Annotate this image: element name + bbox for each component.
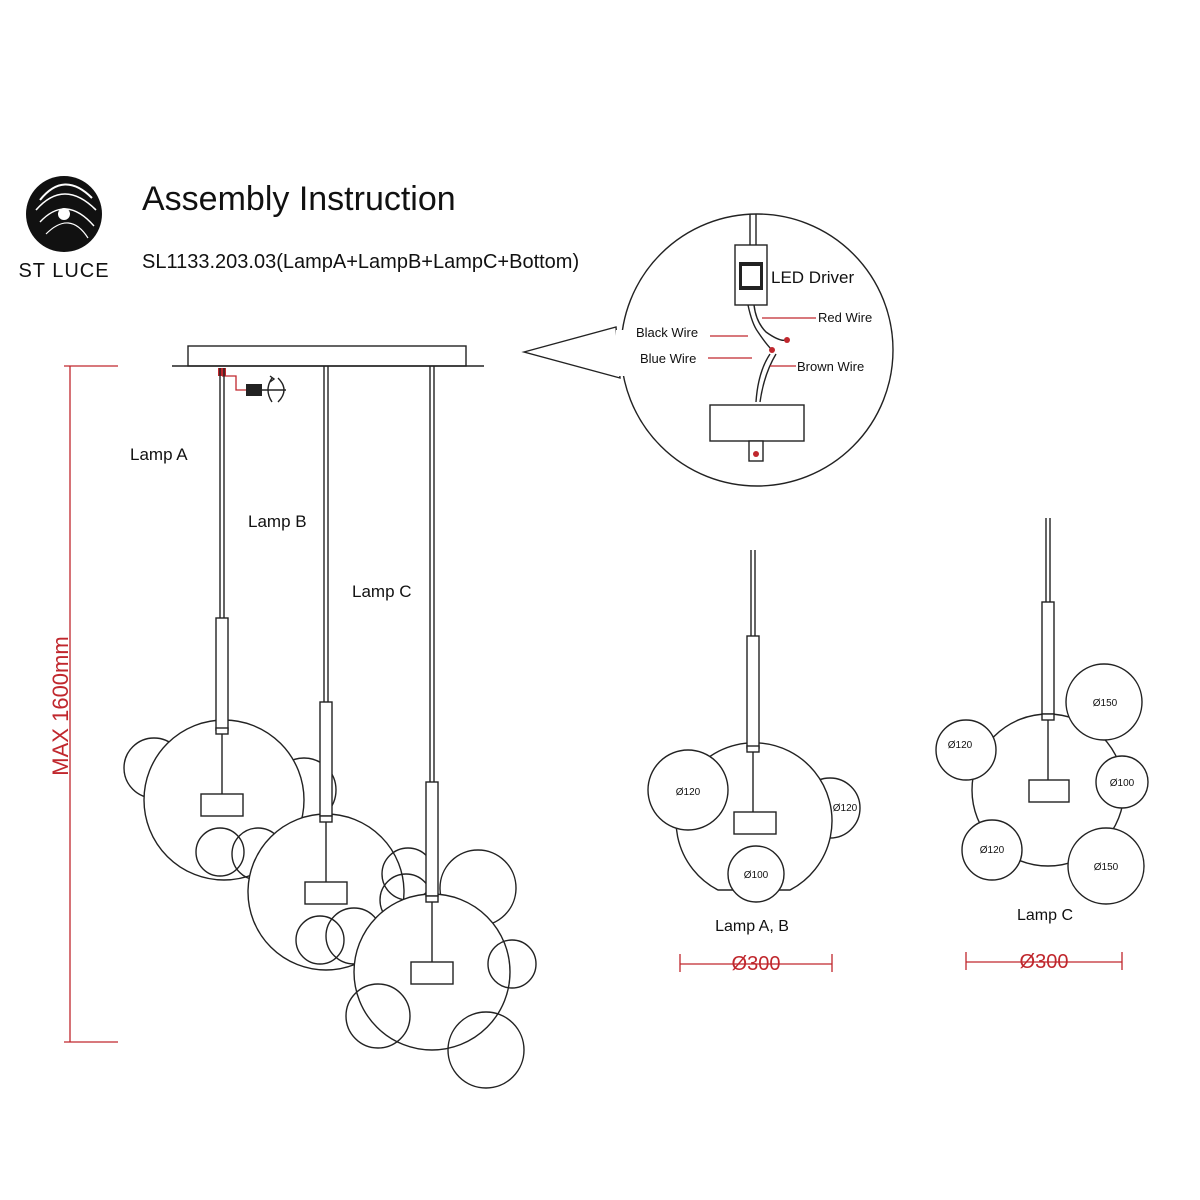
label-lamp-c: Lamp C [352,582,412,601]
lamp-c-width-dimension: Ø300 [965,951,1123,973]
lamp-ab-width-dimension: Ø300 [679,953,833,975]
max-height-label: MAX 1600mm [48,636,73,775]
sphere-right-size: Ø120 [833,803,858,814]
wiring-detail: LED Driver Black Wire Red Wire Blue Wire… [521,213,894,487]
lamp-c-caption: Lamp C [1017,907,1073,924]
brown-wire-label: Brown Wire [797,359,864,374]
label-lamp-b: Lamp B [248,512,307,531]
sphere-c-bottom-right-size: Ø150 [1094,862,1119,873]
sphere-c-top-right-size: Ø150 [1093,698,1118,709]
brand-name: ST LUCE [18,260,109,282]
page-title: Assembly Instruction [142,180,456,218]
lamp-ab-detail: Ø120 Ø120 Ø100 Lamp A, B Ø300 [647,550,861,975]
sphere-left-size: Ø120 [676,787,701,798]
ceiling-canopy [187,345,467,367]
sphere-c-bottom-left-size: Ø120 [980,845,1005,856]
sphere-bottom-size: Ø100 [744,870,769,881]
sphere-c-right-size: Ø100 [1110,778,1135,789]
label-lamp-a: Lamp A [130,445,188,464]
main-view: Lamp A Lamp B Lamp C MAX 1600mm [48,345,537,1089]
sphere-c-left-size: Ø120 [948,740,973,751]
blue-wire-label: Blue Wire [640,351,696,366]
lamp-a-drawing [123,617,337,881]
led-driver-label: LED Driver [771,268,854,287]
lamp-ab-diameter: Ø300 [732,953,781,975]
black-wire-label: Black Wire [636,325,698,340]
lamp-c-diameter: Ø300 [1020,951,1069,973]
lamp-ab-caption: Lamp A, B [715,918,789,935]
lamp-mount [709,404,805,442]
lamp-c-detail: Ø150 Ø120 Ø100 Ø120 Ø150 Lamp C Ø300 [935,518,1149,973]
lamp-c-drawing [345,781,537,1089]
model-subtitle: SL1133.203.03(LampA+LampB+LampC+Bottom) [142,251,579,273]
mounting-screw [218,368,286,403]
st-luce-logo: ST LUCE [18,176,109,282]
height-dimension: MAX 1600mm [48,365,118,1043]
red-wire-label: Red Wire [818,310,872,325]
